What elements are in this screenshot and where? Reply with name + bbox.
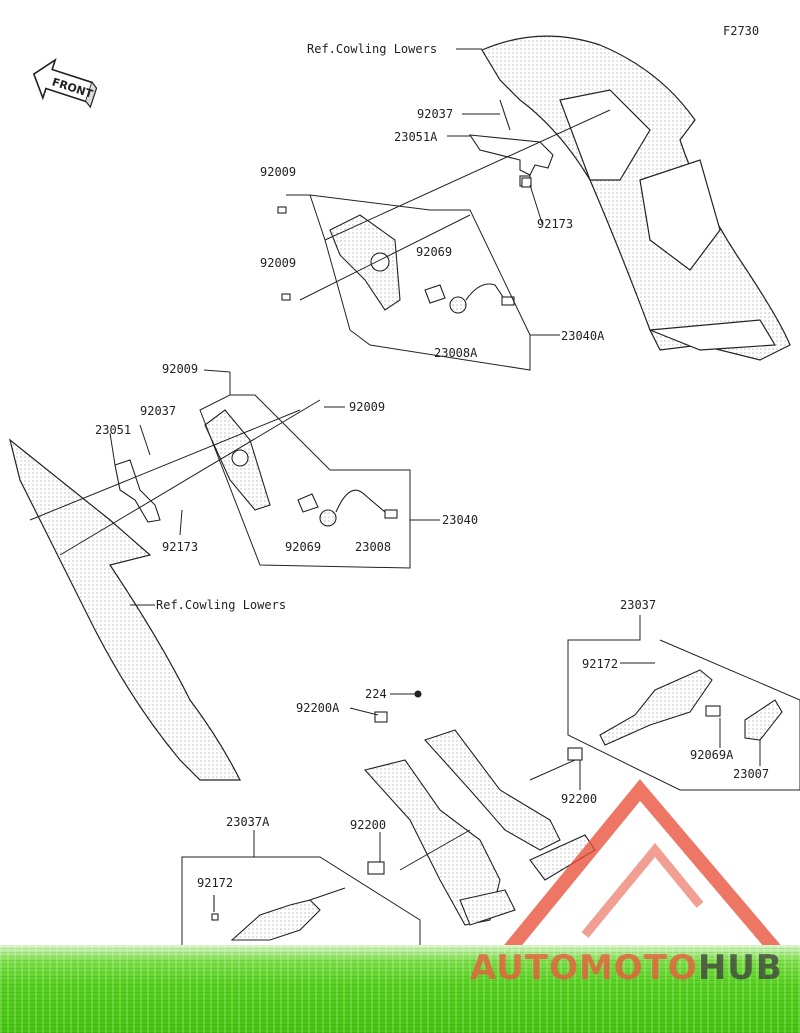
part-23051-label: 23051: [95, 423, 132, 437]
right-leader-lines: [349, 662, 761, 871]
bulb-92069A-part: [705, 705, 721, 717]
grass-strip: [0, 945, 800, 1033]
ref-cowling-lowers-top-label: Ref.Cowling Lowers: [307, 42, 438, 56]
part-92069-lower-label: 92069: [285, 540, 322, 554]
bracket-23051A-part: [468, 134, 554, 187]
upper-cowling-part: [481, 35, 791, 361]
part-23008A-label: 23008A: [434, 346, 478, 360]
socket-23008-part: [319, 489, 398, 527]
grommets-part: [367, 690, 583, 875]
screw-92172-lower-part: [211, 895, 219, 921]
lower-cowling-part: [8, 438, 241, 781]
part-92009-upper-b-label: 92009: [260, 256, 297, 270]
part-92009-lower-a-label: 92009: [162, 362, 199, 376]
part-23037-label: 23037: [620, 598, 657, 612]
part-23051A-label: 23051A: [394, 130, 438, 144]
part-23007-label: 23007: [733, 767, 770, 781]
part-92009-upper-a-label: 92009: [260, 165, 297, 179]
lower-leader-lines: [29, 369, 440, 606]
part-23040-label: 23040: [442, 513, 479, 527]
part-224-label: 224: [365, 687, 387, 701]
automotohub-logo-icon: [499, 779, 786, 960]
part-92037-upper-label: 92037: [417, 107, 454, 121]
bracket-23051-part: [114, 459, 161, 523]
part-92200-lower-label: 92200: [350, 818, 387, 832]
part-92172-upper-label: 92172: [582, 657, 619, 671]
part-92009-lower-b-label: 92009: [349, 400, 386, 414]
lens-23007-part: [744, 699, 783, 741]
part-92172-lower-label: 92172: [197, 876, 234, 890]
ref-cowling-lowers-left-label: Ref.Cowling Lowers: [156, 598, 287, 612]
part-92200A-label: 92200A: [296, 701, 340, 715]
assembly-23037-frame: [567, 615, 800, 791]
bulb-92069-upper-part: [424, 284, 446, 304]
part-92173-upper-label: 92173: [537, 217, 574, 231]
part-92173-lower-label: 92173: [162, 540, 199, 554]
upper-leader-lines: [286, 48, 611, 371]
part-23040A-label: 23040A: [561, 329, 605, 343]
turn-signal-23037-part: [599, 669, 713, 746]
turn-signal-23037A-part: [230, 887, 346, 941]
figure-code: F2730: [723, 24, 760, 38]
upper-screws: [277, 99, 532, 301]
part-92037-lower-label: 92037: [140, 404, 177, 418]
watermark-logo-text: AUTOMOTOHUB: [470, 948, 783, 988]
front-arrow-icon: FRONT: [32, 58, 98, 109]
bulb-92069-lower-part: [297, 493, 319, 513]
socket-23008A-part: [449, 283, 515, 314]
part-23037A-label: 23037A: [226, 815, 270, 829]
part-92069-upper-label: 92069: [416, 245, 453, 259]
stays-part: [363, 729, 596, 926]
turn-signal-housing-23040-part: [204, 409, 271, 511]
assembly-23037A-frame: [181, 830, 421, 945]
part-23008-label: 23008: [355, 540, 392, 554]
part-92200-right-label: 92200: [561, 792, 598, 806]
part-92069A-label: 92069A: [690, 748, 734, 762]
